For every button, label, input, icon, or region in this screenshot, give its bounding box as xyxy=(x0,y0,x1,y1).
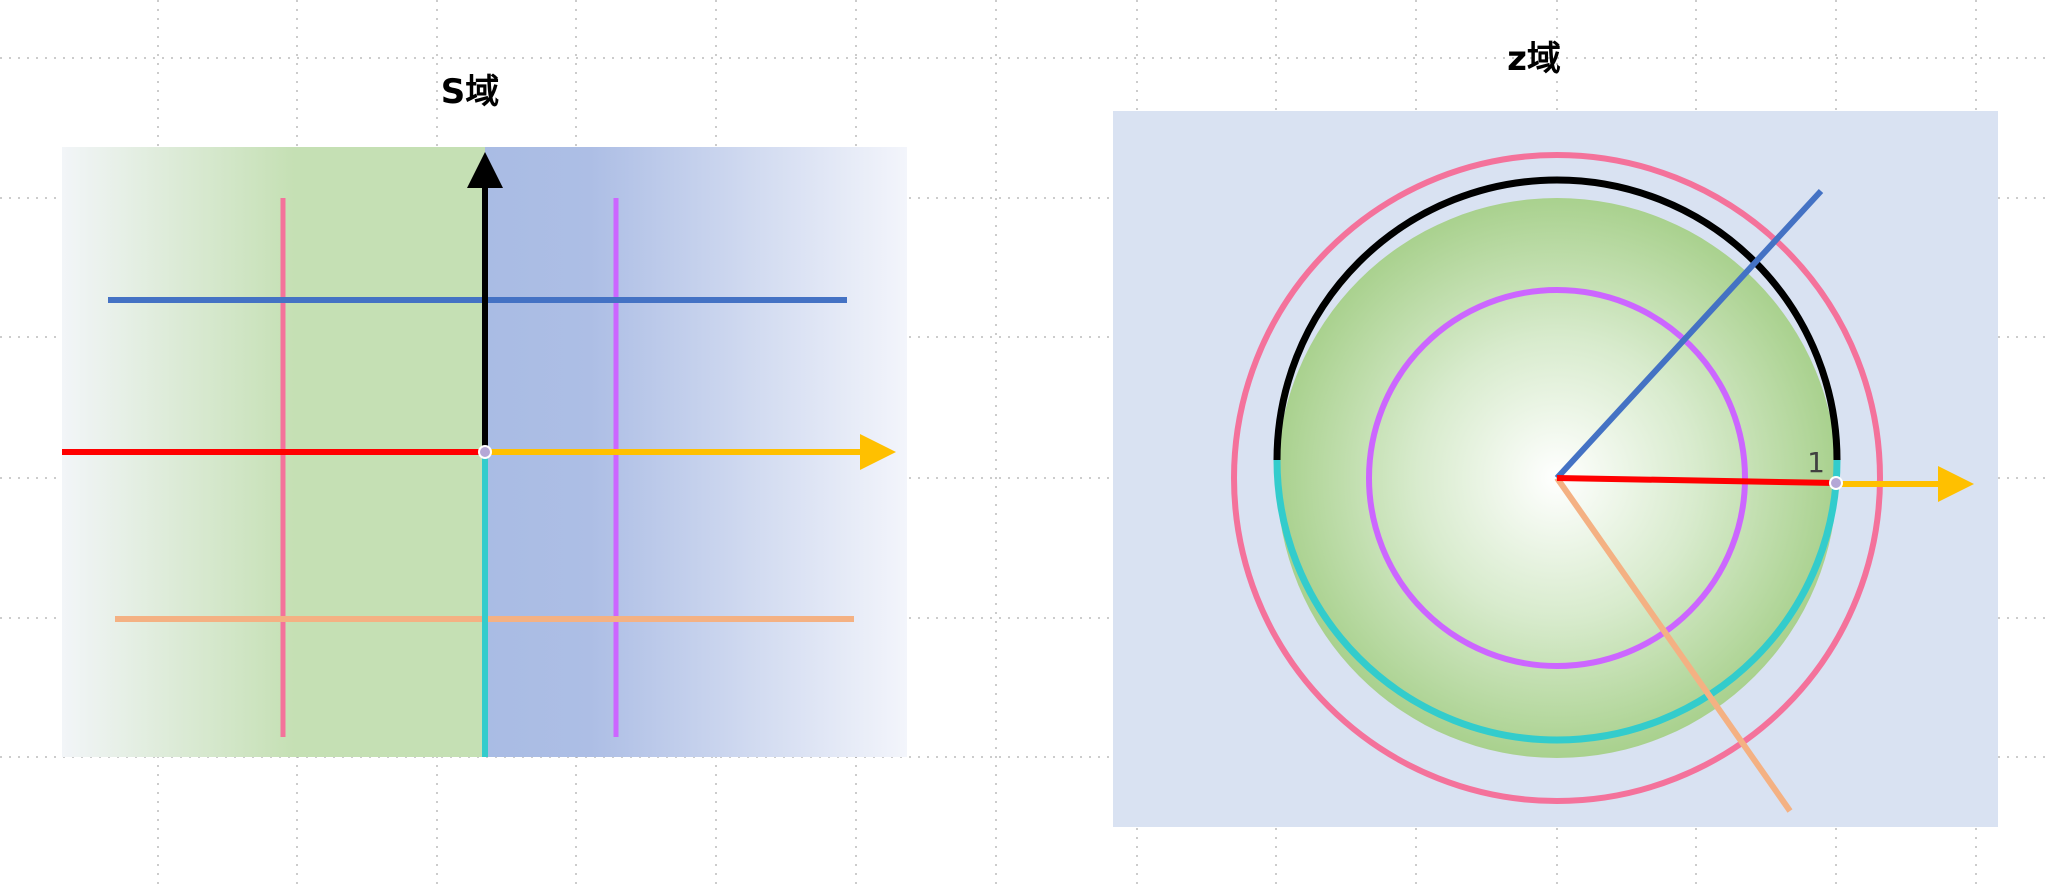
z-outer-circle xyxy=(1231,152,1883,804)
unit-label: 1 xyxy=(1807,446,1825,479)
z-domain-title: z域 xyxy=(1507,39,1561,79)
z-ray-lower xyxy=(1554,476,1793,813)
unit-circle-lower-half xyxy=(1273,459,1841,744)
s-origin-point xyxy=(478,445,492,459)
z-domain-panel: 1 z域 xyxy=(1113,39,1998,827)
unit-circle-upper-half xyxy=(1273,176,1841,461)
z-inner-circle xyxy=(1366,287,1748,669)
z-real-axis-inside xyxy=(1556,475,1837,486)
s-domain-panel: S域 xyxy=(62,72,907,757)
z-ray-upper xyxy=(1554,188,1824,481)
z-unit-point xyxy=(1829,476,1843,490)
s-domain-title: S域 xyxy=(441,72,500,112)
